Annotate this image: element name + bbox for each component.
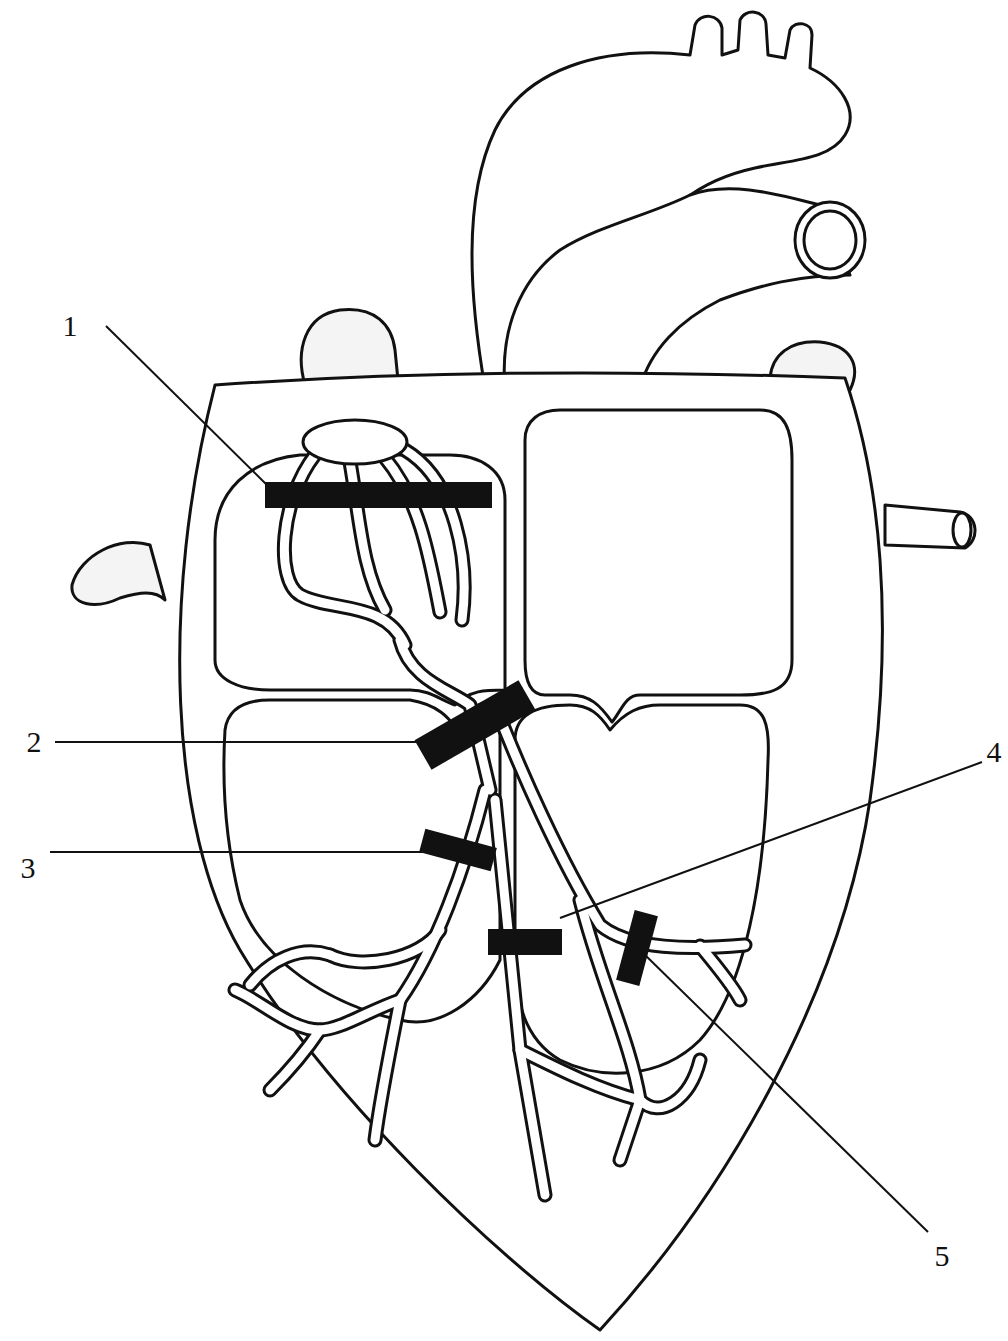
callout-number: 2: [27, 727, 42, 757]
leader-line: [55, 741, 420, 743]
block-bar: [419, 829, 497, 871]
leader-line: [50, 851, 425, 853]
aorta: [472, 12, 850, 388]
callout-number: 5: [935, 1241, 950, 1271]
leader-line: [106, 326, 272, 490]
block-bar: [488, 929, 562, 955]
callout-number: 4: [987, 737, 1002, 767]
leader-line: [560, 762, 982, 918]
leader-lines: [50, 326, 982, 1232]
block-bars: [265, 482, 658, 986]
pulmonary-lumen: [804, 211, 856, 269]
left-ventricle: [515, 705, 768, 1073]
vein-stub: [301, 309, 398, 385]
block-bar: [265, 482, 492, 508]
pulmonary-opening: [795, 202, 865, 278]
conduction-system: [235, 450, 745, 1195]
vein-stub: [72, 542, 165, 604]
block-bar: [415, 680, 536, 769]
vein-stub: [885, 505, 975, 548]
block-bar: [616, 910, 658, 986]
left-atrium: [525, 410, 792, 722]
sa-node: [303, 420, 407, 464]
callout-number: 1: [63, 311, 78, 341]
callout-number: 3: [21, 853, 36, 883]
vein-opening: [953, 513, 971, 547]
leader-line: [642, 952, 928, 1232]
pulmonary-trunk: [504, 189, 850, 388]
